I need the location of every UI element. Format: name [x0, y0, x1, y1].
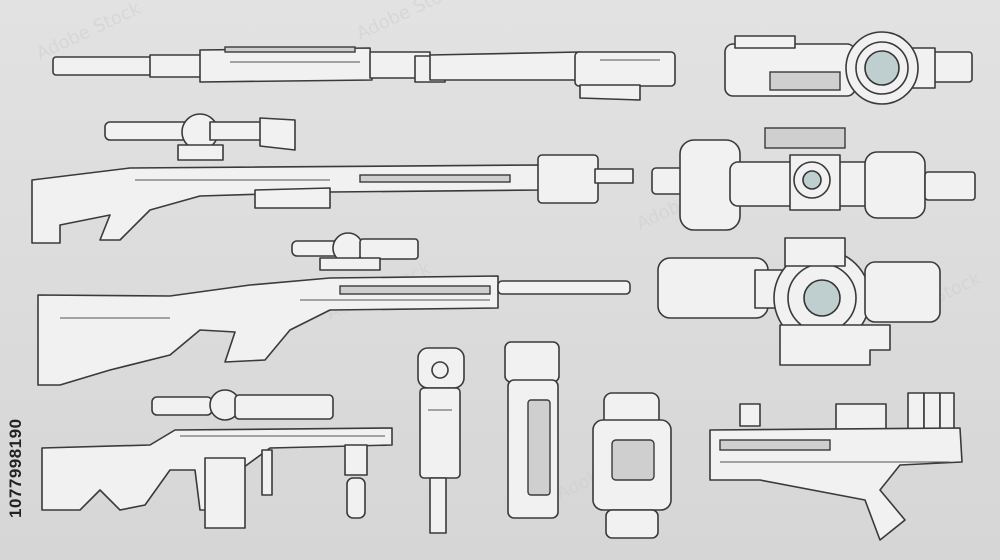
- mounted-scope-drawing: [657, 237, 941, 366]
- stock-id-text: 1077998190: [6, 418, 25, 518]
- bullpup-rifle-drawing: [41, 389, 393, 529]
- grip-device-drawing: [417, 347, 465, 534]
- large-rifle-scope-drawing: [651, 127, 976, 231]
- long-barrel-rifle-drawing: [52, 46, 676, 101]
- canister-drawing: [592, 392, 672, 539]
- tactical-rifle-drawing: [37, 232, 631, 386]
- sniper-rifle-with-scope-drawing: [31, 113, 634, 244]
- compact-scope-drawing: [724, 31, 973, 105]
- svg-text:Adobe Stock: Adobe Stock: [33, 0, 144, 65]
- svg-text:Adobe Stock: Adobe Stock: [353, 0, 464, 45]
- holster-drawing: [504, 341, 560, 519]
- stock-image-id: 1077998190: [6, 318, 28, 518]
- compact-rifle-drawing: [709, 392, 963, 541]
